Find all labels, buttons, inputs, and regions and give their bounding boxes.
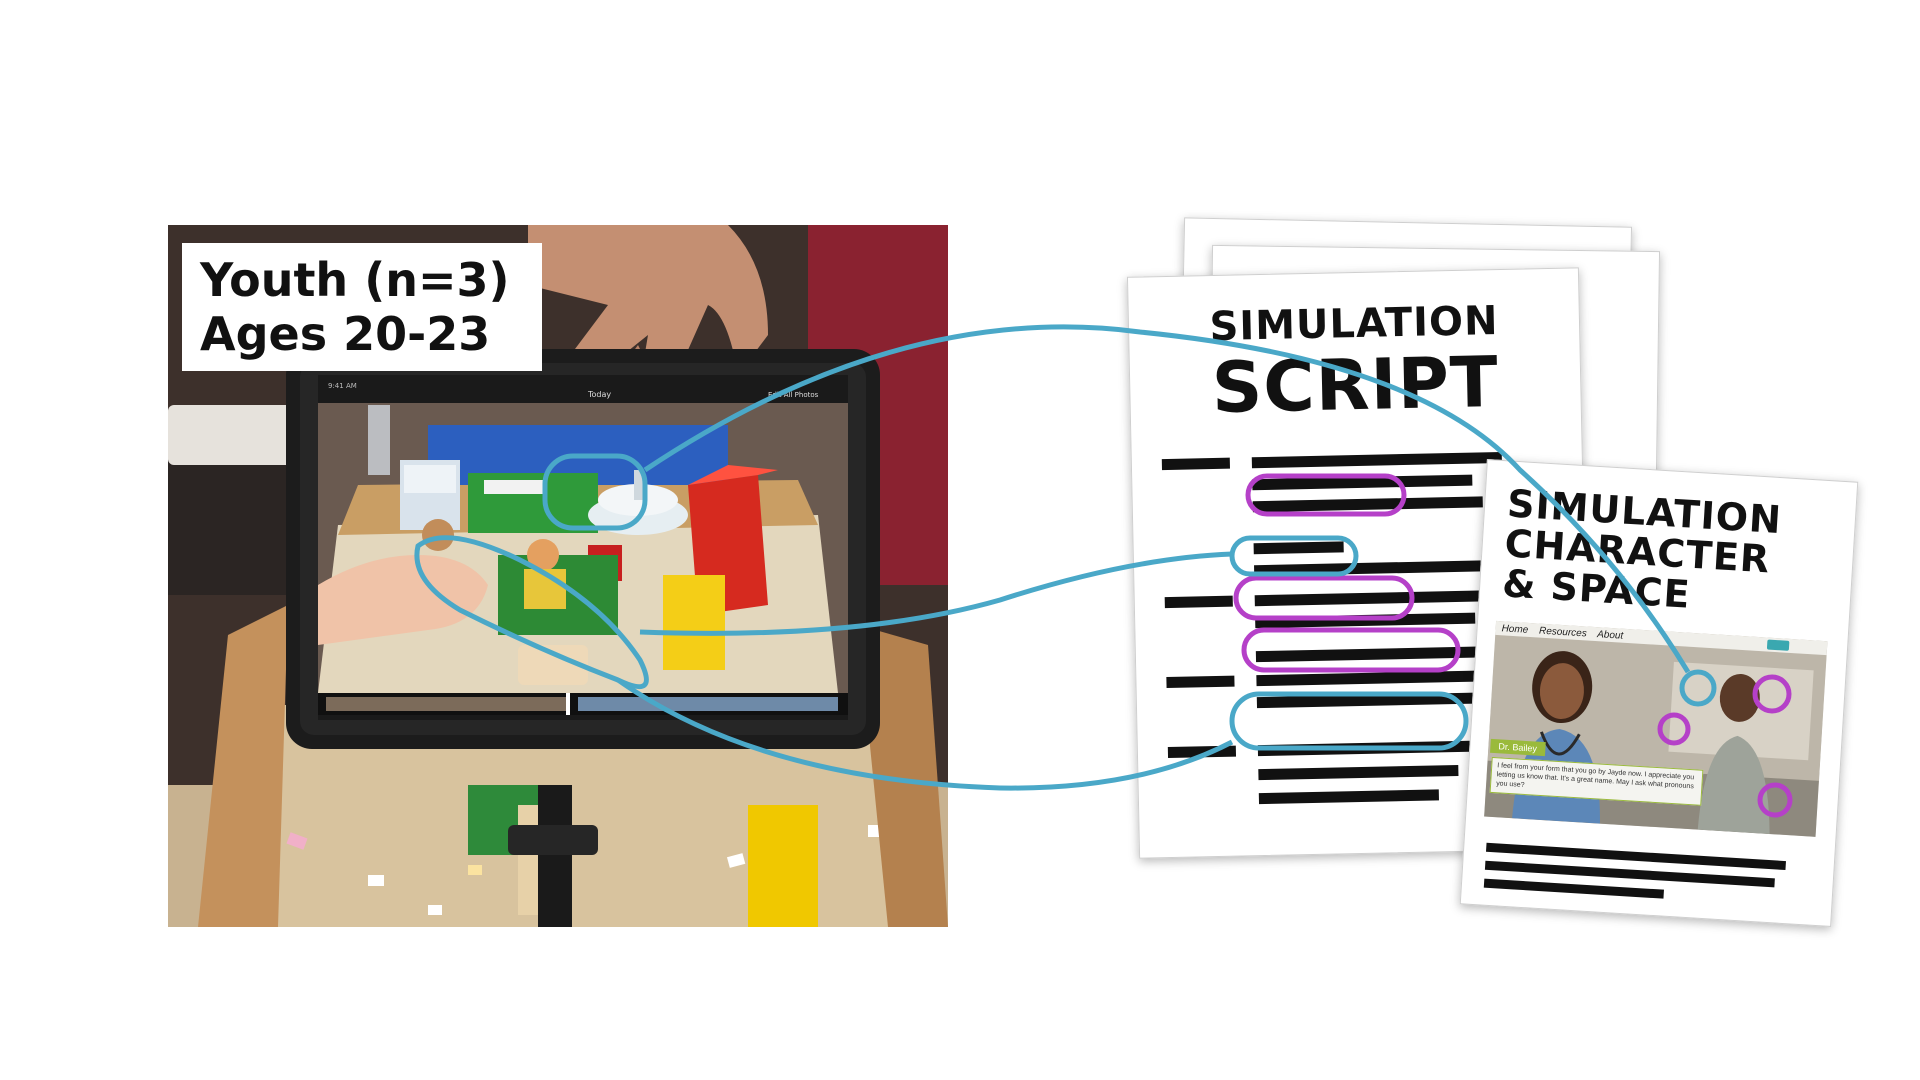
script-text-line <box>1252 474 1473 491</box>
script-text-line <box>1255 646 1497 663</box>
game-nav-about: About <box>1596 629 1624 642</box>
script-speaker-marker <box>1166 675 1235 689</box>
participant-ages: Ages 20-23 <box>200 307 491 361</box>
script-text-line <box>1256 692 1487 709</box>
script-title-line-2: SCRIPT <box>1211 341 1500 430</box>
script-text-line <box>1254 560 1495 577</box>
script-text-line <box>1256 670 1477 687</box>
game-scene-illustration <box>1484 620 1828 837</box>
game-screenshot: Home Resources About Dr. Bailey I feel f… <box>1484 620 1828 837</box>
script-text-line <box>1253 541 1344 555</box>
script-speaker-marker <box>1161 457 1230 471</box>
script-speaker-marker <box>1167 745 1237 759</box>
svg-text:Today: Today <box>587 390 611 399</box>
script-text-line <box>1252 496 1483 513</box>
script-text-line <box>1258 764 1459 781</box>
script-text-line <box>1257 740 1488 757</box>
character-title: SIMULATION CHARACTER & SPACE <box>1501 481 1783 620</box>
script-text-line <box>1255 612 1476 629</box>
participant-count: Youth (n=3) <box>200 253 510 307</box>
script-title: SIMULATION SCRIPT <box>1129 296 1581 430</box>
script-text-line <box>1258 789 1439 805</box>
svg-text:Edit All Photos: Edit All Photos <box>768 391 819 399</box>
participant-label: Youth (n=3) Ages 20-23 <box>182 243 542 371</box>
script-text-line <box>1251 451 1502 469</box>
svg-text:9:41 AM: 9:41 AM <box>328 382 357 390</box>
character-text-line <box>1483 878 1665 899</box>
simulation-character-sheet: SIMULATION CHARACTER & SPACE <box>1459 459 1859 927</box>
script-speaker-marker <box>1164 595 1233 609</box>
sandtray-photo: 9:41 AM Today Edit All Photos <box>168 225 948 927</box>
script-text-line <box>1254 590 1485 607</box>
game-nav-home: Home <box>1501 623 1529 636</box>
